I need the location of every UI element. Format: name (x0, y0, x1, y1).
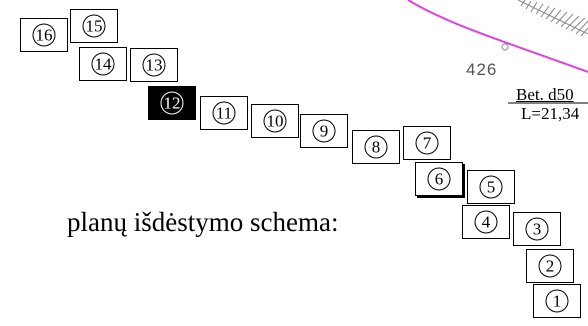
sheet-number: 1 (545, 289, 569, 313)
sheet-7[interactable]: 7 (403, 126, 451, 160)
sheet-number: 9 (312, 119, 336, 143)
hatched-embankment (517, 0, 588, 37)
sheet-1[interactable]: 1 (533, 284, 581, 318)
sheet-number: 15 (82, 14, 106, 38)
sheet-15[interactable]: 15 (70, 9, 118, 43)
sheet-number: 3 (525, 217, 549, 241)
sheet-6[interactable]: 6 (415, 162, 463, 196)
sheet-16[interactable]: 16 (20, 18, 68, 52)
sheet-number: 14 (91, 52, 115, 76)
pipe-label-name: Bet. d50 (516, 85, 574, 104)
sheet-number: 11 (212, 101, 236, 125)
sheet-5[interactable]: 5 (467, 170, 515, 204)
pipe-label-length: L=21,34 (521, 104, 580, 123)
sheet-number: 10 (263, 109, 287, 133)
sheet-number: 2 (538, 254, 562, 278)
sheet-14[interactable]: 14 (79, 47, 127, 81)
scheme-caption: planų išdėstymo schema: (67, 207, 339, 237)
sheet-11[interactable]: 11 (200, 96, 248, 130)
sheet-number: 4 (474, 210, 498, 234)
sheet-number: 7 (415, 131, 439, 155)
sheet-13[interactable]: 13 (130, 48, 178, 82)
sheet-4[interactable]: 4 (462, 205, 510, 239)
sheet-9[interactable]: 9 (300, 114, 348, 148)
contour-point (501, 43, 509, 51)
contour-line (407, 0, 588, 73)
sheet-number: 16 (32, 23, 56, 47)
sheet-3[interactable]: 3 (513, 212, 561, 246)
sheet-2[interactable]: 2 (526, 249, 574, 283)
sheet-number: 5 (479, 175, 503, 199)
sheet-number: 12 (160, 91, 184, 115)
sheet-number: 8 (364, 135, 388, 159)
sheet-12-selected[interactable]: 12 (148, 86, 196, 120)
contour-label: 426 (466, 60, 498, 79)
sheet-number: 13 (142, 53, 166, 77)
sheet-8[interactable]: 8 (352, 130, 400, 164)
sheet-10[interactable]: 10 (251, 104, 299, 138)
sheet-number: 6 (427, 167, 451, 191)
